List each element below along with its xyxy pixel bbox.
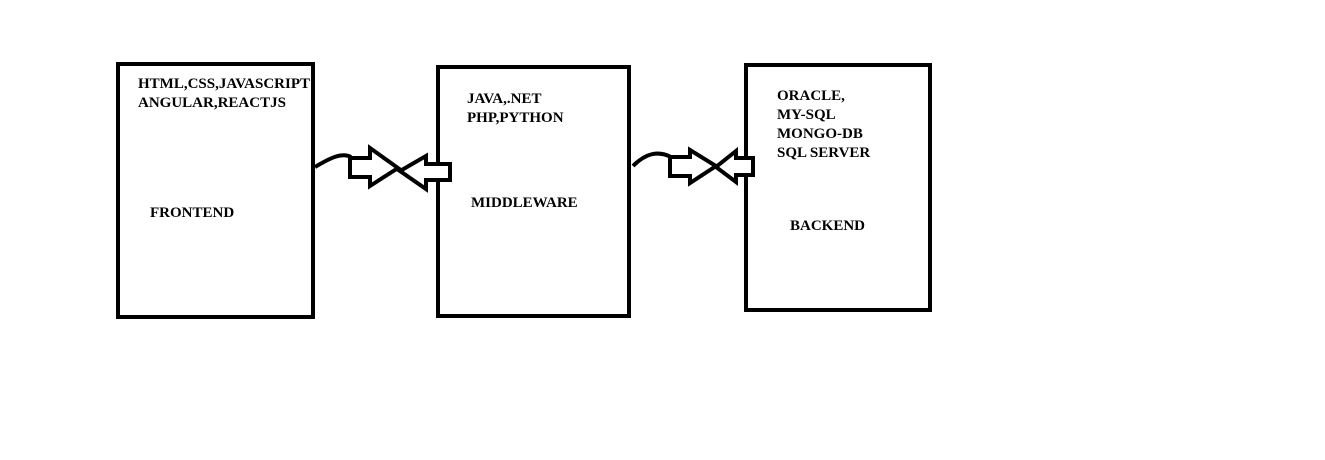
- frontend-middleware-connector: [313, 144, 452, 193]
- right-arrow-icon: [348, 144, 402, 190]
- frontend-tech-line-2: ANGULAR,REACTJS: [138, 95, 286, 111]
- middleware-label: MIDDLEWARE: [471, 195, 578, 211]
- connector-curve: [313, 153, 352, 169]
- connector-curve: [631, 151, 672, 168]
- middleware-tech-line-2: PHP,PYTHON: [467, 110, 564, 126]
- middleware-box: [436, 65, 631, 318]
- backend-tech-line-2: MY-SQL: [777, 107, 836, 123]
- frontend-tech-line-1: HTML,CSS,JAVASCRIPT: [138, 76, 310, 92]
- backend-tech-line-4: SQL SERVER: [777, 145, 871, 161]
- backend-tech-line-3: MONGO-DB: [777, 126, 863, 142]
- backend-label: BACKEND: [790, 218, 866, 234]
- frontend-label: FRONTEND: [150, 205, 235, 221]
- frontend-box: [116, 62, 315, 319]
- backend-tech-line-1: ORACLE,: [777, 88, 845, 104]
- left-arrow-icon: [712, 146, 755, 186]
- backend-box: [744, 63, 932, 312]
- right-arrow-icon: [668, 146, 720, 187]
- left-arrow-icon: [396, 152, 452, 193]
- middleware-tech-line-1: JAVA,.NET: [467, 91, 542, 107]
- middleware-backend-connector: [631, 146, 755, 187]
